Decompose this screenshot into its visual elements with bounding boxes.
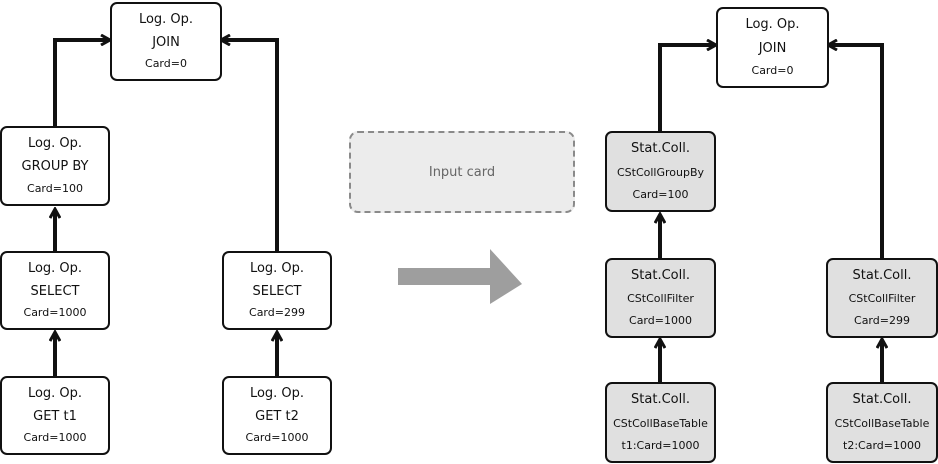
left-get2-node: Log. Op. GET t2 Card=1000 bbox=[222, 376, 332, 455]
node-title: Log. Op. bbox=[249, 260, 305, 276]
node-class: CStCollFilter bbox=[627, 292, 694, 305]
node-title: Log. Op. bbox=[138, 11, 194, 27]
left-groupby-node: Log. Op. GROUP BY Card=100 bbox=[0, 126, 110, 206]
transform-arrow bbox=[398, 249, 522, 304]
node-card: Card=1000 bbox=[23, 306, 87, 320]
right-base1-stat-node: Stat.Coll. CStCollBaseTable t1:Card=1000 bbox=[605, 382, 716, 463]
node-class: CStCollBaseTable bbox=[834, 416, 930, 430]
node-card: t2:Card=1000 bbox=[843, 438, 921, 452]
left-select1-node: Log. Op. SELECT Card=1000 bbox=[0, 251, 110, 330]
node-card: t1:Card=1000 bbox=[621, 438, 700, 452]
node-title: Log. Op. bbox=[27, 385, 83, 401]
left-get1-node: Log. Op. GET t1 Card=1000 bbox=[0, 376, 110, 455]
node-card: Card=1000 bbox=[629, 314, 692, 327]
node-op: GET t1 bbox=[33, 408, 77, 424]
right-join-node: Log. Op. JOIN Card=0 bbox=[716, 7, 829, 88]
edge-groupby-to-join-left bbox=[53, 40, 109, 126]
node-card: Card=0 bbox=[145, 57, 187, 71]
node-title: Stat.Coll. bbox=[852, 392, 912, 408]
right-base2-stat-node: Stat.Coll. CStCollBaseTable t2:Card=1000 bbox=[826, 382, 938, 463]
node-card: Card=100 bbox=[632, 187, 689, 201]
node-title: Stat.Coll. bbox=[631, 268, 690, 283]
node-op: JOIN bbox=[152, 34, 180, 50]
node-card: Card=0 bbox=[751, 63, 794, 77]
node-card: Card=1000 bbox=[23, 431, 87, 445]
node-title: Stat.Coll. bbox=[631, 392, 690, 408]
right-filter1-stat-node: Stat.Coll. CStCollFilter Card=1000 bbox=[605, 258, 716, 338]
left-select2-node: Log. Op. SELECT Card=299 bbox=[222, 251, 332, 330]
right-groupby-stat-node: Stat.Coll. CStCollGroupBy Card=100 bbox=[605, 131, 716, 212]
node-op: SELECT bbox=[30, 283, 80, 299]
node-class: CStCollFilter bbox=[848, 292, 916, 305]
node-title: Log. Op. bbox=[249, 385, 305, 401]
node-op: GROUP BY bbox=[21, 159, 89, 174]
node-card: Card=100 bbox=[27, 182, 83, 195]
node-op: JOIN bbox=[758, 40, 787, 56]
edge-groupby-to-join-right bbox=[658, 45, 715, 131]
left-join-node: Log. Op. JOIN Card=0 bbox=[110, 2, 222, 81]
node-title: Stat.Coll. bbox=[852, 268, 912, 283]
input-card-placeholder: Input card bbox=[349, 131, 575, 213]
node-title: Log. Op. bbox=[27, 260, 83, 276]
edge-filter2-to-join-right bbox=[829, 45, 884, 258]
node-title: Log. Op. bbox=[27, 136, 83, 151]
node-title: Stat.Coll. bbox=[631, 141, 690, 157]
node-class: CStCollBaseTable bbox=[613, 416, 708, 430]
node-title: Log. Op. bbox=[745, 17, 800, 33]
right-filter2-stat-node: Stat.Coll. CStCollFilter Card=299 bbox=[826, 258, 938, 338]
node-class: CStCollGroupBy bbox=[616, 165, 705, 179]
node-op: SELECT bbox=[252, 283, 302, 299]
node-card: Card=299 bbox=[854, 314, 910, 327]
input-card-label: Input card bbox=[428, 164, 496, 180]
edge-select2-to-join-left bbox=[222, 40, 279, 251]
node-op: GET t2 bbox=[255, 408, 299, 424]
node-card: Card=299 bbox=[249, 306, 305, 320]
node-card: Card=1000 bbox=[245, 431, 309, 445]
